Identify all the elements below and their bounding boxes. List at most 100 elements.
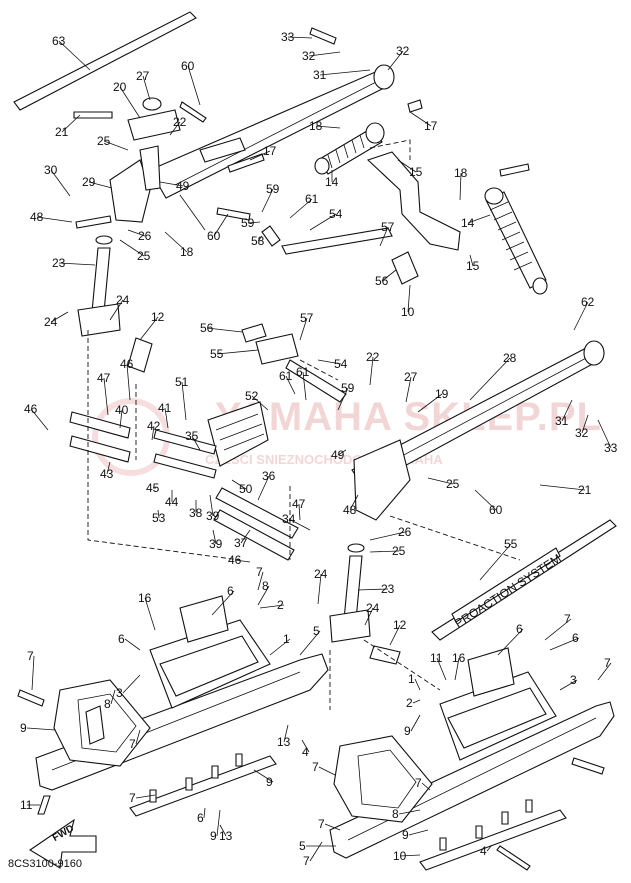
callout-label: 7 — [303, 854, 310, 868]
leader-line — [251, 395, 269, 411]
leader-line — [259, 604, 285, 609]
leader-line — [308, 51, 341, 57]
callout-label: 34 — [282, 512, 296, 526]
leader-line — [127, 229, 146, 237]
callout-label: 5 — [299, 839, 306, 853]
proaction-decal-text: PROACTION SYSTEM — [452, 551, 564, 630]
callout-label: 3 — [116, 686, 123, 700]
leader-line — [399, 854, 421, 857]
leader-line — [212, 529, 217, 545]
callout-label: 8 — [262, 579, 269, 593]
leader-line — [269, 638, 291, 656]
callout-label: 56 — [200, 321, 214, 335]
leader-line — [88, 181, 113, 189]
leader-line — [109, 299, 124, 321]
leader-line — [50, 311, 69, 323]
leader-line — [213, 213, 229, 237]
callout-label: 5 — [313, 624, 320, 638]
leader-line — [139, 316, 159, 341]
leader-line — [337, 449, 347, 456]
leader-line — [573, 301, 589, 331]
leader-line — [50, 169, 71, 197]
callout-label: 9 — [402, 828, 409, 842]
leader-line — [421, 782, 431, 791]
leader-line — [209, 494, 214, 517]
leader-line — [379, 226, 389, 247]
callout-label: 6 — [197, 811, 204, 825]
spindle-left-upper — [77, 235, 121, 337]
callout-label: 11 — [20, 798, 33, 812]
callout-label: 41 — [158, 401, 172, 415]
leader-line — [231, 479, 247, 490]
center-mount-plate — [207, 401, 269, 467]
callout-label: 6 — [118, 632, 125, 646]
leader-line — [337, 387, 349, 411]
leader-line — [408, 829, 429, 836]
callout-label: 2 — [406, 696, 413, 710]
callout-label: 23 — [52, 256, 66, 270]
leader-line — [247, 221, 261, 224]
leader-line — [398, 809, 421, 815]
leader-line — [31, 655, 35, 691]
callout-label: 20 — [113, 80, 127, 94]
callout-label: 7 — [312, 760, 319, 774]
leader-line — [561, 399, 573, 422]
leader-line — [409, 111, 432, 127]
leader-line — [324, 823, 341, 831]
leader-line — [474, 489, 497, 511]
callout-label: 37 — [234, 536, 248, 550]
callout-label: 10 — [393, 849, 407, 863]
callout-label: 7 — [256, 565, 263, 579]
stabilizer-link-54 — [261, 225, 419, 285]
leader-line — [405, 376, 412, 403]
callout-label: 35 — [185, 429, 199, 443]
leader-line — [106, 461, 111, 475]
callout-label: 45 — [146, 481, 160, 495]
cover-strip-62 — [431, 519, 617, 641]
callout-label: 7 — [129, 791, 136, 805]
leader-line — [302, 371, 307, 401]
callout-label: 9 — [266, 775, 273, 789]
leader-line — [144, 597, 156, 631]
callout-label: 7 — [415, 776, 422, 790]
leader-line — [219, 824, 227, 837]
rod-12-lower — [369, 645, 401, 665]
bracket-15 — [366, 151, 461, 251]
callout-label: 55 — [210, 347, 224, 361]
leader-line — [234, 559, 251, 563]
callout-label: 16 — [138, 591, 152, 605]
leader-line — [261, 188, 274, 213]
leader-line — [436, 657, 447, 681]
leader-line — [486, 844, 493, 852]
callout-label: 7 — [318, 817, 325, 831]
shock-absorber-right — [484, 187, 548, 295]
leader-line — [257, 235, 263, 242]
upper-rear-arm — [149, 64, 395, 231]
leader-line — [206, 327, 243, 333]
leader-line — [249, 150, 271, 161]
callout-label: 52 — [245, 389, 259, 403]
leader-line — [389, 624, 401, 646]
leader-line — [257, 571, 264, 591]
guide-lines — [87, 139, 521, 710]
callout-label: 63 — [52, 34, 66, 48]
callout-label: 30 — [44, 163, 58, 177]
leader-line — [410, 714, 421, 732]
cover-strip-63 — [13, 11, 197, 111]
steering-post-29 — [109, 97, 181, 223]
callout-label: 7 — [27, 649, 34, 663]
leader-line — [288, 518, 311, 531]
leader-line — [203, 807, 206, 819]
callout-label: 51 — [175, 375, 189, 389]
leader-line — [544, 618, 572, 641]
leader-line — [369, 356, 374, 386]
callout-label: 61 — [279, 369, 293, 383]
callout-label: 58 — [251, 234, 265, 248]
leader-line — [549, 637, 580, 651]
callout-label: 32 — [575, 426, 589, 440]
callout-label: 59 — [241, 216, 255, 230]
callout-label: 14 — [461, 216, 475, 230]
shock-absorber-upper — [314, 122, 385, 175]
